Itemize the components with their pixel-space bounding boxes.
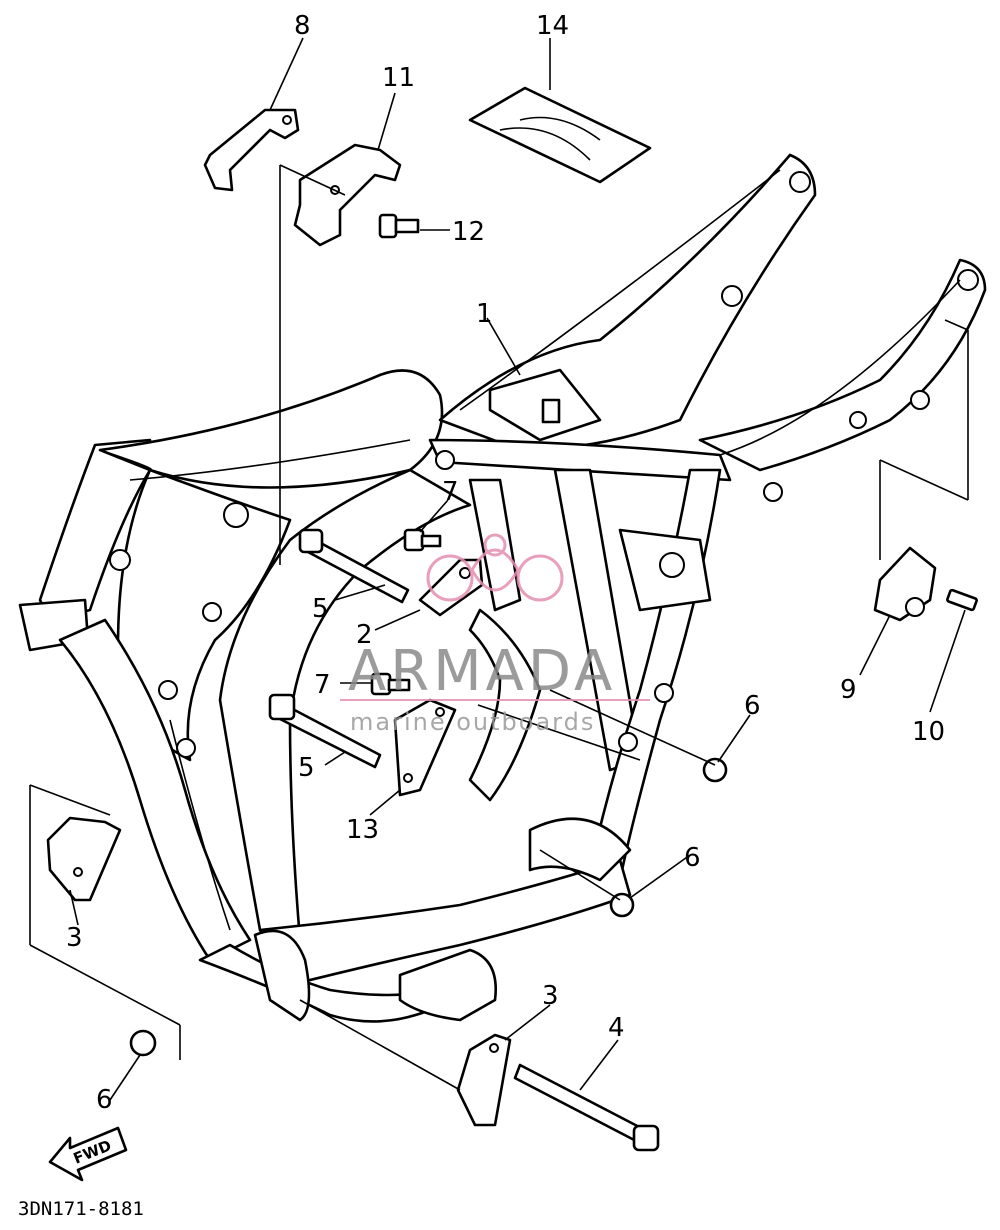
nut-part-6-left: [129, 1029, 157, 1057]
watermark-logo-icon: [426, 533, 564, 602]
plate-part-2: [418, 558, 484, 617]
callout-labels: 8 11 14 12 1 7 5 2 7 5 13 6 6 9 10 3 3 4…: [66, 11, 945, 1115]
callout-3-right: 3: [542, 981, 559, 1011]
callout-7-upper: 7: [442, 477, 459, 507]
bolt-part-5-upper: [298, 528, 410, 604]
pad-part-14: [468, 86, 652, 184]
callout-1: 1: [476, 299, 493, 329]
bolt-part-7-upper: [403, 528, 442, 552]
callout-5-lower: 5: [298, 753, 315, 783]
callout-4: 4: [608, 1013, 625, 1043]
bracket-part-3-right: [456, 1033, 512, 1127]
watermark-tagline: marine outboards: [350, 708, 595, 736]
frame-part-1: [18, 153, 987, 1023]
callout-2: 2: [356, 620, 373, 650]
bolt-part-7-lower: [370, 672, 411, 696]
fwd-arrow-icon: FWD: [48, 1126, 128, 1182]
bolt-part-10: [946, 588, 978, 612]
callout-10: 10: [912, 717, 945, 747]
callout-5-upper: 5: [312, 594, 329, 624]
nut-part-6-right: [702, 757, 728, 783]
bolt-part-4: [513, 1063, 660, 1152]
callout-6-left: 6: [96, 1085, 113, 1115]
callout-6-mid: 6: [684, 843, 701, 873]
callout-9: 9: [840, 675, 857, 705]
bracket-part-8: [203, 108, 300, 192]
callout-8: 8: [294, 11, 311, 41]
bolt-part-12: [378, 213, 420, 239]
bracket-part-3-left: [46, 816, 122, 902]
callout-7-lower: 7: [314, 670, 331, 700]
callout-6-right: 6: [744, 691, 761, 721]
callout-3-left: 3: [66, 923, 83, 953]
bracket-part-9: [873, 546, 937, 622]
plate-part-13: [393, 698, 457, 797]
callout-14: 14: [536, 11, 569, 41]
callout-11: 11: [382, 63, 415, 93]
watermark-brand: ARMADA: [348, 639, 616, 704]
callout-12: 12: [452, 217, 485, 247]
callout-13: 13: [346, 815, 379, 845]
leader-lines: [29, 37, 969, 1101]
watermark: ARMADA marine outboards: [340, 533, 650, 736]
part-code: 3DN171-8181: [18, 1198, 144, 1220]
bolt-part-5-lower: [268, 693, 382, 769]
nut-part-6-mid: [609, 892, 635, 918]
